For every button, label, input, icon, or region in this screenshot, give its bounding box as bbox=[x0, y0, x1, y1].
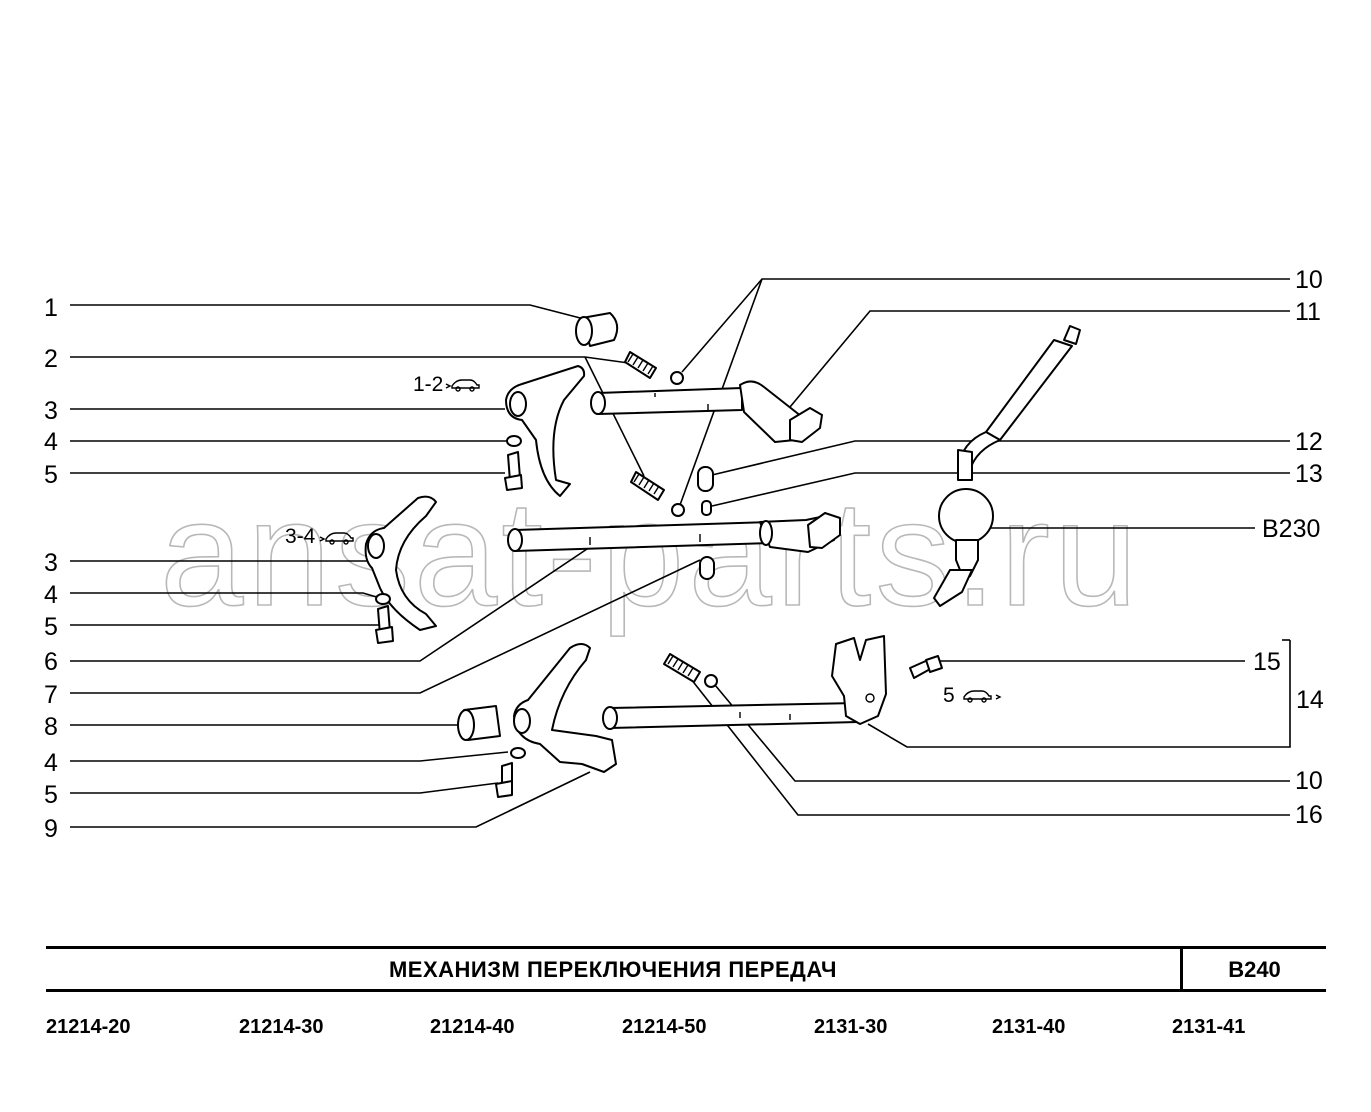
car-icon bbox=[319, 532, 354, 545]
callout-4b[interactable]: 4 bbox=[44, 581, 58, 609]
page-title: МЕХАНИЗМ ПЕРЕКЛЮЧЕНИЯ ПЕРЕДАЧ bbox=[388, 957, 837, 982]
part-4-washer[interactable] bbox=[506, 435, 522, 447]
callout-1[interactable]: 1 bbox=[44, 294, 58, 322]
part-2-spring[interactable] bbox=[630, 471, 665, 501]
model-item[interactable]: 21214-50 bbox=[622, 1016, 707, 1038]
right-callouts: 10 11 12 13 B230 15 14 10 16 bbox=[1253, 266, 1324, 829]
part-3-fork-1-2[interactable] bbox=[505, 365, 586, 497]
callout-13[interactable]: 13 bbox=[1295, 460, 1323, 488]
callout-5[interactable]: 5 bbox=[44, 461, 58, 489]
part-12-plug[interactable] bbox=[697, 466, 714, 492]
part-2-spring[interactable] bbox=[624, 351, 657, 379]
part-9-fork-5[interactable] bbox=[513, 643, 617, 773]
part-14-rod[interactable] bbox=[602, 635, 887, 730]
part-8-bushing[interactable] bbox=[457, 705, 501, 741]
title-block: МЕХАНИЗМ ПЕРЕКЛЮЧЕНИЯ ПЕРЕДАЧ B240 bbox=[46, 946, 1326, 992]
part-11-rod[interactable] bbox=[590, 380, 823, 443]
part-1-bushing[interactable] bbox=[575, 312, 619, 347]
part-6-rod[interactable] bbox=[507, 512, 841, 553]
car-icon bbox=[963, 690, 1002, 703]
model-item[interactable]: 21214-40 bbox=[430, 1016, 515, 1038]
callout-9[interactable]: 9 bbox=[44, 815, 58, 843]
callout-5c[interactable]: 5 bbox=[44, 781, 58, 809]
part-4-washer[interactable] bbox=[375, 593, 391, 605]
model-item[interactable]: 21214-30 bbox=[239, 1016, 324, 1038]
part-10-ball[interactable] bbox=[670, 371, 684, 385]
callout-3b[interactable]: 3 bbox=[44, 549, 58, 577]
part-7-plug[interactable] bbox=[699, 556, 715, 580]
part-15-bolt[interactable] bbox=[909, 655, 943, 679]
left-callouts: 1 2 3 4 5 3 4 5 6 7 8 4 5 9 bbox=[44, 294, 58, 843]
fork-label-5: 5 bbox=[943, 684, 955, 707]
fork-label-3-4: 3-4 bbox=[285, 525, 316, 548]
parts-diagram: ansat-parts.ru 1 2 3 4 5 3 4 5 6 7 8 4 5… bbox=[44, 266, 1324, 843]
callout-12[interactable]: 12 bbox=[1295, 428, 1323, 456]
part-5-bolt[interactable] bbox=[504, 451, 523, 491]
leader-lines bbox=[70, 278, 1291, 828]
callout-16[interactable]: 16 bbox=[1295, 801, 1323, 829]
callout-b230[interactable]: B230 bbox=[1262, 515, 1320, 543]
part-10-ball[interactable] bbox=[671, 503, 685, 517]
part-5-bolt[interactable] bbox=[375, 605, 394, 644]
callout-4c[interactable]: 4 bbox=[44, 749, 58, 777]
part-b230-lever[interactable] bbox=[933, 325, 1081, 607]
model-item[interactable]: 2131-40 bbox=[992, 1016, 1066, 1038]
model-item[interactable]: 2131-30 bbox=[814, 1016, 888, 1038]
model-item[interactable]: 2131-41 bbox=[1172, 1016, 1246, 1038]
callout-4[interactable]: 4 bbox=[44, 428, 58, 456]
callout-8[interactable]: 8 bbox=[44, 713, 58, 741]
part-5-bolt[interactable] bbox=[495, 762, 513, 798]
model-list: 21214-20 21214-30 21214-40 21214-50 2131… bbox=[46, 1016, 1326, 1044]
model-item[interactable]: 21214-20 bbox=[46, 1016, 131, 1038]
part-16-spring[interactable] bbox=[663, 653, 701, 683]
callout-7[interactable]: 7 bbox=[44, 681, 58, 709]
part-13-pin[interactable] bbox=[701, 500, 712, 516]
diagram-code: B240 bbox=[1228, 957, 1281, 982]
fork-label-1-2: 1-2 bbox=[413, 373, 443, 396]
callout-2[interactable]: 2 bbox=[44, 345, 58, 373]
callout-5b[interactable]: 5 bbox=[44, 613, 58, 641]
part-3-fork-3-4[interactable] bbox=[364, 495, 437, 631]
part-10-ball[interactable] bbox=[704, 674, 718, 688]
callout-11[interactable]: 11 bbox=[1295, 298, 1321, 326]
callout-15[interactable]: 15 bbox=[1253, 648, 1281, 676]
callout-6[interactable]: 6 bbox=[44, 648, 58, 676]
callout-14[interactable]: 14 bbox=[1296, 686, 1324, 714]
callout-10[interactable]: 10 bbox=[1295, 266, 1323, 294]
title-divider bbox=[1180, 949, 1183, 989]
part-4-washer[interactable] bbox=[510, 747, 526, 759]
callout-10b[interactable]: 10 bbox=[1295, 767, 1323, 795]
callout-3[interactable]: 3 bbox=[44, 397, 58, 425]
car-icon bbox=[445, 379, 480, 392]
